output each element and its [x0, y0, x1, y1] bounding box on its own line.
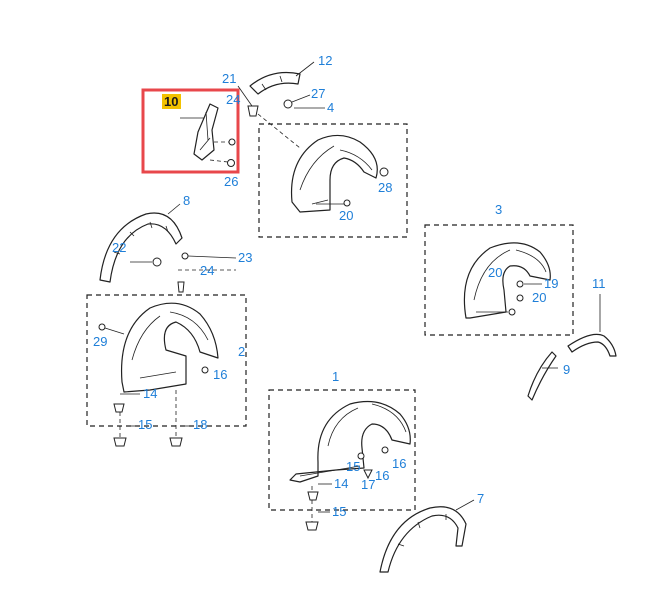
- callout-16-left[interactable]: 16: [213, 367, 227, 382]
- screw-24: [177, 281, 185, 293]
- callout-20-top[interactable]: 20: [339, 208, 353, 223]
- nut-27: [283, 99, 293, 109]
- clip-21: [247, 105, 259, 117]
- callout-7[interactable]: 7: [477, 491, 484, 506]
- fastener-20-top: [343, 199, 351, 207]
- part-9: [527, 351, 557, 401]
- callout-20-right-b[interactable]: 20: [532, 290, 546, 305]
- fastener-20-right-low: [508, 308, 516, 316]
- callout-1[interactable]: 1: [332, 369, 339, 384]
- part-1-liner: [289, 401, 411, 483]
- fastener-16-left: [201, 366, 209, 374]
- part-2-liner: [120, 302, 219, 393]
- callout-18[interactable]: 18: [193, 417, 207, 432]
- screw-15-left: [113, 437, 127, 447]
- fastener-28: [379, 167, 389, 177]
- part-8: [99, 212, 183, 283]
- part-4-liner: [290, 134, 378, 213]
- callout-9[interactable]: 9: [563, 362, 570, 377]
- callout-14-left[interactable]: 14: [143, 386, 157, 401]
- callout-23[interactable]: 23: [238, 250, 252, 265]
- callout-28[interactable]: 28: [378, 180, 392, 195]
- callout-8[interactable]: 8: [183, 193, 190, 208]
- selection-box-part-10[interactable]: [141, 88, 240, 174]
- clip-14-bottom: [307, 491, 319, 501]
- part-11: [567, 333, 617, 357]
- part-12: [249, 71, 301, 95]
- callout-15-bottom-a[interactable]: 15: [346, 459, 360, 474]
- callout-3[interactable]: 3: [495, 202, 502, 217]
- fastener-26: [227, 159, 235, 167]
- screw-18: [169, 437, 183, 447]
- callout-17[interactable]: 17: [361, 477, 375, 492]
- fastener-15-bottom: [357, 452, 365, 460]
- callout-21[interactable]: 21: [222, 71, 236, 86]
- fastener-16-bottom: [381, 446, 389, 454]
- callout-26[interactable]: 26: [224, 174, 238, 189]
- callout-10[interactable]: 10: [164, 94, 178, 109]
- part-3-liner: [463, 242, 551, 319]
- fastener-19: [516, 280, 524, 288]
- fastener-29: [98, 323, 106, 331]
- callout-2[interactable]: 2: [238, 344, 245, 359]
- part-10: [193, 103, 219, 161]
- group-box-2: [86, 294, 247, 427]
- callout-11[interactable]: 11: [592, 276, 606, 291]
- callout-4[interactable]: 4: [327, 100, 334, 115]
- callout-15-bottom-b[interactable]: 15: [332, 504, 346, 519]
- fastener-25: [228, 138, 236, 146]
- callout-16-bottom-a[interactable]: 16: [392, 456, 406, 471]
- callout-24-top[interactable]: 24: [226, 92, 240, 107]
- callout-15-left[interactable]: 15: [138, 417, 152, 432]
- fastener-23: [181, 252, 189, 260]
- callout-14-bottom[interactable]: 14: [334, 476, 348, 491]
- callout-24-mid[interactable]: 24: [200, 263, 214, 278]
- highlight-label-bg: [162, 94, 181, 109]
- callout-20-right-a[interactable]: 20: [488, 265, 502, 280]
- callout-29[interactable]: 29: [93, 334, 107, 349]
- group-box-4: [258, 123, 408, 238]
- clip-17: [363, 469, 373, 480]
- callout-12[interactable]: 12: [318, 53, 332, 68]
- part-7: [379, 506, 467, 573]
- fastener-22: [152, 257, 162, 267]
- callout-27[interactable]: 27: [311, 86, 325, 101]
- fastener-20-right: [516, 294, 524, 302]
- callout-22[interactable]: 22: [112, 240, 126, 255]
- group-box-1: [268, 389, 416, 511]
- group-box-3: [424, 224, 574, 336]
- screw-15-bottom: [305, 521, 319, 531]
- callout-19[interactable]: 19: [544, 276, 558, 291]
- clip-14-left: [113, 403, 125, 413]
- callout-16-bottom-b[interactable]: 16: [375, 468, 389, 483]
